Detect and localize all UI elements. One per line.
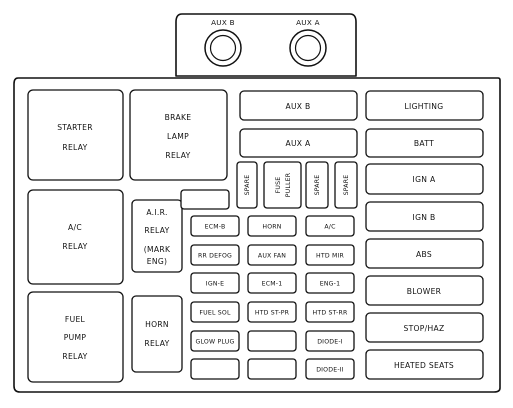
fuse-stop-haz: STOP/HAZ [365,312,484,343]
mini-fuse-htd-st-pr: HTD ST-PR [247,301,297,323]
fuse-abs-label: ABS [416,250,432,259]
brake-lamp-relay-line2: LAMP [167,132,189,141]
mini-fuse-rr-defog-label: RR DEFOG [198,253,232,260]
mini-fuse-ac-label: A/C [324,224,335,231]
mini-fuse-htd-st-rr: HTD ST-RR [305,301,355,323]
fuel-pump-relay-line1: FUEL [65,315,86,324]
aux-a-fuse-label: AUX A [285,139,311,148]
spare-fuse-2: SPARE [305,161,329,209]
aux-a-socket-label: AUX A [296,18,320,27]
fuse-puller-line2: PULLER [285,172,292,197]
fuse-ign-b: IGN B [365,201,484,232]
mini-fuse-aux-fan: AUX FAN [247,244,297,266]
ac-relay-line1: A/C [68,223,82,232]
fuse-ign-a: IGN A [365,163,484,195]
fuse-abs: ABS [365,238,484,269]
aux-b-fuse: AUX B [239,90,358,121]
fuse-batt-label: BATT [414,139,434,148]
air-relay-line1: A.I.R. [146,208,167,217]
spare-fuse-3-label: SPARE [343,175,350,196]
horn-relay: HORN RELAY [131,295,183,373]
air-relay: A.I.R. RELAY (MARK ENG) [131,199,183,273]
mini-fuse-rr-defog: RR DEFOG [190,244,240,266]
air-relay-line4: ENG) [147,257,168,266]
mini-fuse-htd-mir-label: HTD MIR [316,253,345,260]
fuel-pump-relay: FUEL PUMP RELAY [27,291,124,383]
aux-a-fuse: AUX A [239,128,358,158]
spare-fuse-1: SPARE [236,161,258,209]
blank-fuse-3 [190,358,240,380]
fuse-lighting: LIGHTING [365,90,484,121]
mini-fuse-ac: A/C [305,215,355,237]
mini-fuse-diode-ii-label: DIODE-II [316,367,344,374]
mini-fuse-ecm-b: ECM-B [190,215,240,237]
mini-fuse-ecm-1: ECM-1 [247,272,297,294]
mini-fuse-fuel-sol-label: FUEL SOL [199,310,231,317]
blank-fuse-1 [180,189,230,210]
fuse-puller: FUSE PULLER [263,161,302,209]
aux-b-fuse-label: AUX B [285,102,310,111]
fuse-lighting-label: LIGHTING [405,102,444,111]
blank-fuse-2 [247,330,297,352]
mini-fuse-diode-i-label: DIODE-I [317,339,343,346]
fuse-blower: BLOWER [365,275,484,306]
blank-fuse-4 [247,358,297,380]
fuse-stop-haz-label: STOP/HAZ [403,324,444,333]
brake-lamp-relay-line3: RELAY [165,151,190,160]
aux-a-socket-inner [294,34,322,62]
starter-relay-line2: RELAY [62,143,87,152]
mini-fuse-horn: HORN [247,215,297,237]
fuse-puller-line1: FUSE [275,177,282,194]
mini-fuse-horn-label: HORN [262,224,281,231]
brake-lamp-relay: BRAKE LAMP RELAY [129,89,228,181]
top-connector-housing [175,13,357,77]
mini-fuse-diode-ii: DIODE-II [305,358,355,380]
mini-fuse-eng-1: ENG-1 [305,272,355,294]
mini-fuse-aux-fan-label: AUX FAN [258,253,286,260]
fuse-ign-a-label: IGN A [413,175,436,184]
spare-fuse-2-label: SPARE [314,175,321,196]
aux-a-socket: AUX A [289,18,327,67]
mini-fuse-glow-plug: GLOW PLUG [190,330,240,352]
mini-fuse-eng-1-label: ENG-1 [320,281,341,288]
starter-relay: STARTER RELAY [27,89,124,181]
mini-fuse-ign-e: IGN-E [190,272,240,294]
mini-fuse-htd-st-rr-label: HTD ST-RR [313,310,348,317]
fuse-ign-b-label: IGN B [413,213,436,222]
fuse-heated-seats: HEATED SEATS [365,349,484,380]
spare-fuse-1-label: SPARE [244,175,251,196]
brake-lamp-relay-line1: BRAKE [165,113,192,122]
horn-relay-line1: HORN [145,320,169,329]
fuse-blower-label: BLOWER [407,287,442,296]
mini-fuse-ign-e-label: IGN-E [206,281,224,288]
mini-fuse-ecm-b-label: ECM-B [205,224,226,231]
mini-fuse-htd-mir: HTD MIR [305,244,355,266]
mini-fuse-htd-st-pr-label: HTD ST-PR [255,310,290,317]
starter-relay-line1: STARTER [57,123,93,132]
fuel-pump-relay-line3: RELAY [62,352,87,361]
ac-relay-line2: RELAY [62,242,87,251]
ac-relay: A/C RELAY [27,189,124,285]
aux-b-socket: AUX B [204,18,242,67]
horn-relay-line2: RELAY [144,339,169,348]
mini-fuse-diode-i: DIODE-I [305,330,355,352]
mini-fuse-glow-plug-label: GLOW PLUG [196,339,235,346]
fuse-heated-seats-label: HEATED SEATS [394,361,454,370]
air-relay-line3: (MARK [144,245,171,254]
mini-fuse-ecm-1-label: ECM-1 [262,281,283,288]
air-relay-line2: RELAY [144,226,169,235]
fuel-pump-relay-line2: PUMP [64,333,87,342]
fuse-batt: BATT [365,128,484,158]
spare-fuse-3: SPARE [334,161,358,209]
aux-b-socket-inner [209,34,237,62]
aux-b-socket-label: AUX B [211,18,235,27]
mini-fuse-fuel-sol: FUEL SOL [190,301,240,323]
